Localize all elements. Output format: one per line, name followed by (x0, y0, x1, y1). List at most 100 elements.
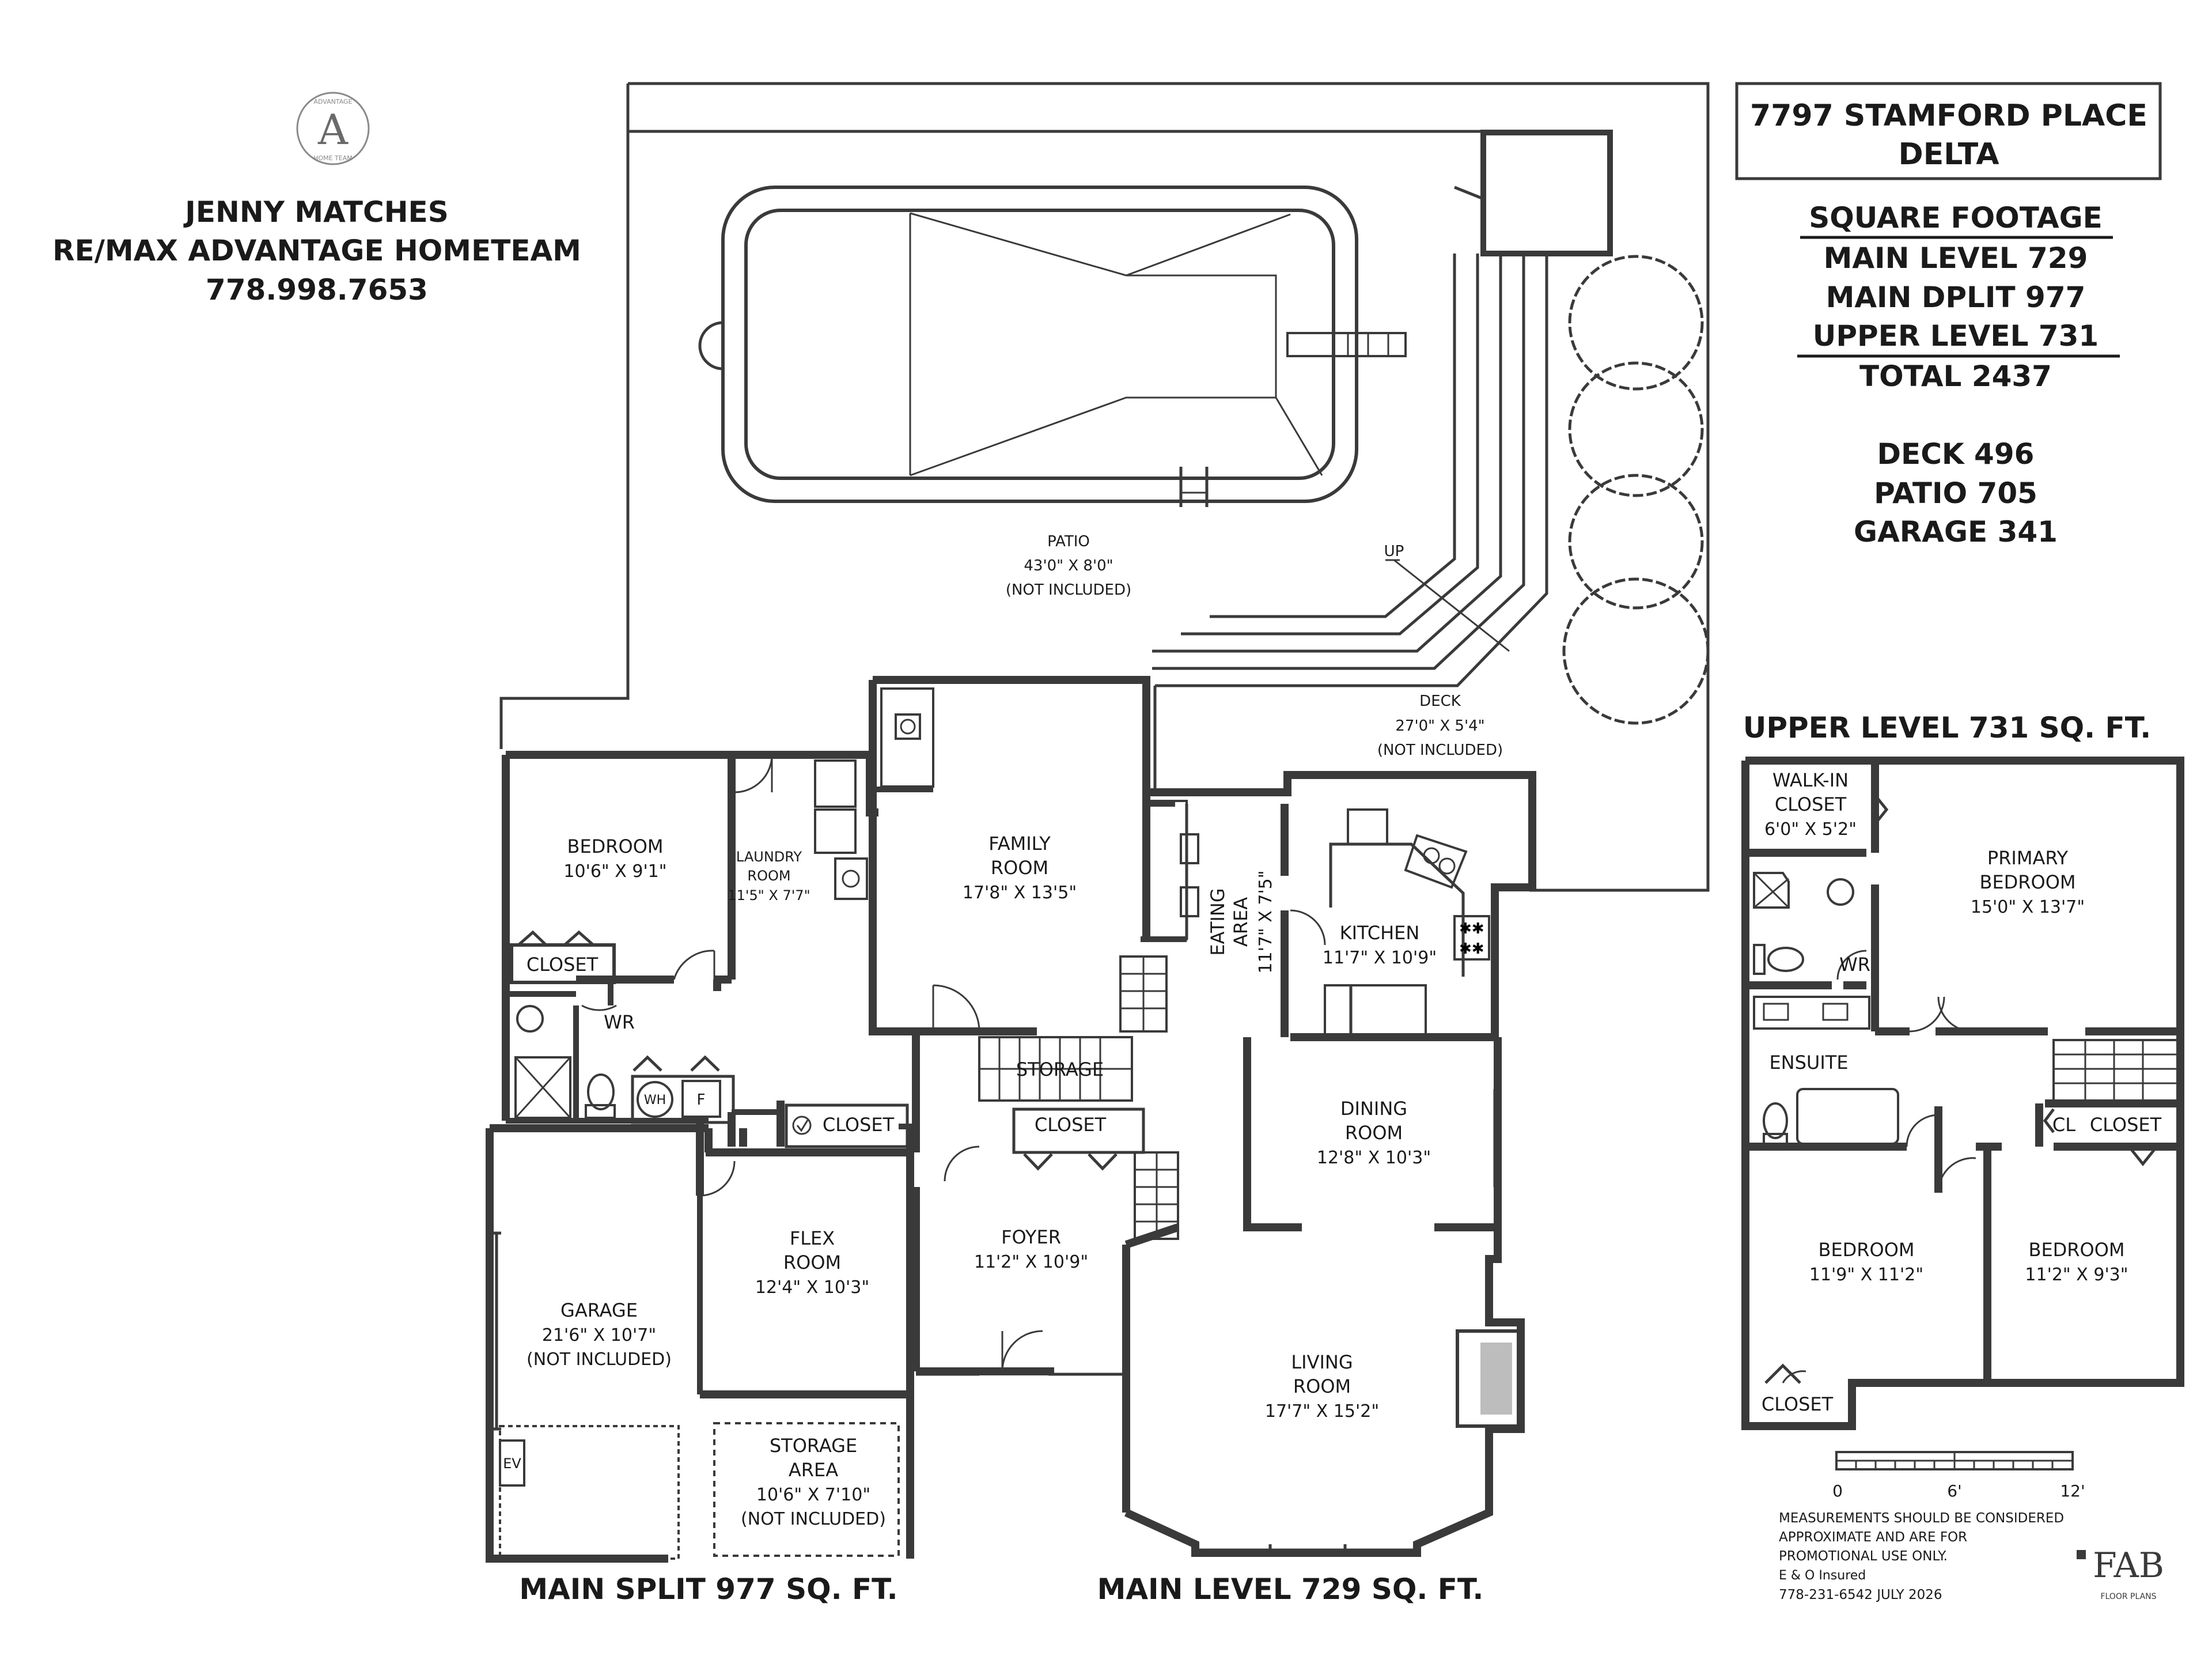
kitchen-label: KITCHEN (1340, 922, 1420, 944)
svg-text:PROMOTIONAL USE ONLY.: PROMOTIONAL USE ONLY. (1779, 1549, 1948, 1564)
fireplace (1456, 1329, 1522, 1428)
address-line-1: 7797 STAMFORD PLACE (1750, 99, 2147, 133)
sqft-total: TOTAL 2437 (1859, 360, 2052, 393)
bedroom-closet-label: CLOSET (527, 954, 599, 976)
deck-label: DECK (1419, 693, 1461, 710)
patio-note: (NOT INCLUDED) (1006, 581, 1131, 599)
wh-label: WH (644, 1093, 666, 1107)
bedroom-label: BEDROOM (567, 836, 663, 857)
kitchen-dims: 11'7" X 10'9" (1323, 948, 1437, 968)
walkin-label-2: CLOSET (1775, 793, 1847, 815)
primary-dims: 15'0" X 13'7" (1971, 897, 2085, 917)
address-box (1735, 82, 2162, 180)
sqft-heading: SQUARE FOOTAGE (1809, 201, 2103, 235)
pool-diving-board (1286, 332, 1407, 357)
storage-area-note: (NOT INCLUDED) (741, 1509, 886, 1529)
flex-closet-label: CLOSET (823, 1114, 895, 1136)
svg-text:MEASUREMENTS SHOULD BE CONSIDE: MEASUREMENTS SHOULD BE CONSIDERED (1779, 1511, 2064, 1526)
yard-outline (499, 82, 1710, 892)
garage-dims: 21'6" X 10'7" (542, 1325, 656, 1345)
main-split-title: MAIN SPLIT 977 SQ. FT. (519, 1572, 897, 1606)
agent-logo: A ADVANTAGE HOME TEAM (296, 92, 370, 165)
storage-area-label-1: STORAGE (770, 1435, 857, 1457)
deck-note: (NOT INCLUDED) (1377, 742, 1503, 759)
upper-fixtures (1753, 794, 2156, 1384)
family-label-1: FAMILY (988, 833, 1051, 855)
yard-steps-box (1480, 130, 1613, 256)
disclaimer: MEASUREMENTS SHOULD BE CONSIDERED APPROX… (1779, 1511, 2064, 1602)
wr-label: WR (604, 1011, 635, 1033)
storage-stairs (978, 1036, 1133, 1102)
bedroom-2-dims: 11'2" X 9'3" (2025, 1265, 2128, 1285)
upper-closet-label: CLOSET (2090, 1114, 2162, 1136)
sqft-main-level: MAIN LEVEL 729 (1824, 241, 2088, 275)
garage-label: GARAGE (560, 1299, 638, 1321)
family-dims: 17'8" X 13'5" (963, 883, 1077, 903)
upper-cl-label: CL (2052, 1114, 2075, 1136)
garage-walls (490, 1152, 914, 1560)
foyer-fixtures (944, 909, 1326, 1372)
ensuite-label: ENSUITE (1769, 1052, 1848, 1073)
flex-label-2: ROOM (783, 1252, 841, 1273)
svg-text:ADVANTAGE: ADVANTAGE (313, 98, 352, 105)
svg-text:APPROXIMATE AND ARE FOR: APPROXIMATE AND ARE FOR (1779, 1530, 1967, 1545)
pool (698, 186, 1407, 507)
agent-name: JENNY MATCHES (183, 195, 448, 229)
patio-dims: 43'0" X 8'0" (1024, 557, 1113, 574)
fab-logo: FAB FLOOR PLANS (2077, 1545, 2164, 1601)
scale-tick-0: 0 (1832, 1481, 1843, 1500)
storage-label: STORAGE (1016, 1058, 1104, 1080)
ev-label: EV (503, 1455, 521, 1472)
bedroom-1-dims: 11'9" X 11'2" (1809, 1265, 1923, 1285)
wr-bath-fixtures (506, 991, 617, 1119)
dining-label-1: DINING (1340, 1098, 1407, 1120)
f-label: F (697, 1091, 706, 1109)
deck-stairs: UP (1152, 254, 1548, 792)
eating-area-fixtures (1142, 800, 1199, 940)
hedge-shrubs (1562, 255, 1710, 725)
upper-level-walls (1741, 757, 2184, 1430)
laundry-label-2: ROOM (747, 868, 790, 884)
walkin-dims: 6'0" X 5'2" (1764, 819, 1857, 840)
bedroom-closet-doors (517, 930, 594, 946)
svg-text:HOME TEAM: HOME TEAM (313, 154, 353, 162)
svg-text:AREA: AREA (1230, 897, 1252, 947)
primary-label-1: PRIMARY (1987, 847, 2069, 869)
scale-tick-6: 6' (1947, 1481, 1962, 1500)
bedroom-1-label: BEDROOM (1818, 1239, 1914, 1261)
stair-up-label: UP (1384, 543, 1404, 560)
bedroom-dims: 10'6" X 9'1" (563, 861, 666, 882)
kitchen-fixtures: ✱✱ ✱✱ (1324, 808, 1490, 1035)
svg-text:FAB: FAB (2093, 1545, 2164, 1586)
main-level-title: MAIN LEVEL 729 SQ. FT. (1097, 1572, 1484, 1606)
foyer-label: FOYER (1001, 1226, 1061, 1248)
living-label-2: ROOM (1293, 1375, 1351, 1397)
living-dims: 17'7" X 15'2" (1265, 1401, 1379, 1422)
sqft-upper-level: UPPER LEVEL 731 (1813, 319, 2099, 353)
mechanical-closet (631, 1055, 735, 1124)
pool-ladder (1179, 467, 1209, 507)
dining-label-2: ROOM (1345, 1122, 1403, 1144)
sqft-deck: DECK 496 (1877, 437, 2035, 471)
laundry-door-swing (734, 754, 773, 793)
laundry-dims: 11'5" X 7'7" (728, 887, 810, 903)
svg-text:778-231-6542 JULY 2026: 778-231-6542 JULY 2026 (1779, 1587, 1942, 1602)
sqft-garage: GARAGE 341 (1854, 515, 2058, 549)
family-label-2: ROOM (991, 857, 1048, 879)
agent-phone: 778.998.7653 (206, 273, 428, 307)
sqft-main-split: MAIN DPLIT 977 (1826, 281, 2086, 314)
svg-text:EATING: EATING (1207, 888, 1229, 955)
dining-dims: 12'8" X 10'3" (1317, 1148, 1431, 1168)
svg-text:E & O Insured: E & O Insured (1779, 1568, 1866, 1583)
flex-label-1: FLEX (790, 1227, 835, 1249)
svg-text:11'7" X 7'5": 11'7" X 7'5" (1256, 870, 1276, 973)
garage-note: (NOT INCLUDED) (527, 1349, 672, 1370)
bedroom-2-label: BEDROOM (2028, 1239, 2124, 1261)
primary-label-2: BEDROOM (1979, 871, 2075, 893)
scale-bar: 0 6' 12' (1832, 1451, 2085, 1500)
svg-text:A: A (317, 105, 349, 154)
deck-dims: 27'0" X 5'4" (1395, 717, 1484, 735)
agent-brokerage: RE/MAX ADVANTAGE HOMETEAM (52, 234, 581, 267)
foyer-dims: 11'2" X 10'9" (974, 1252, 1088, 1272)
square-footage-summary: SQUARE FOOTAGE MAIN LEVEL 729 MAIN DPLIT… (1797, 201, 2120, 549)
